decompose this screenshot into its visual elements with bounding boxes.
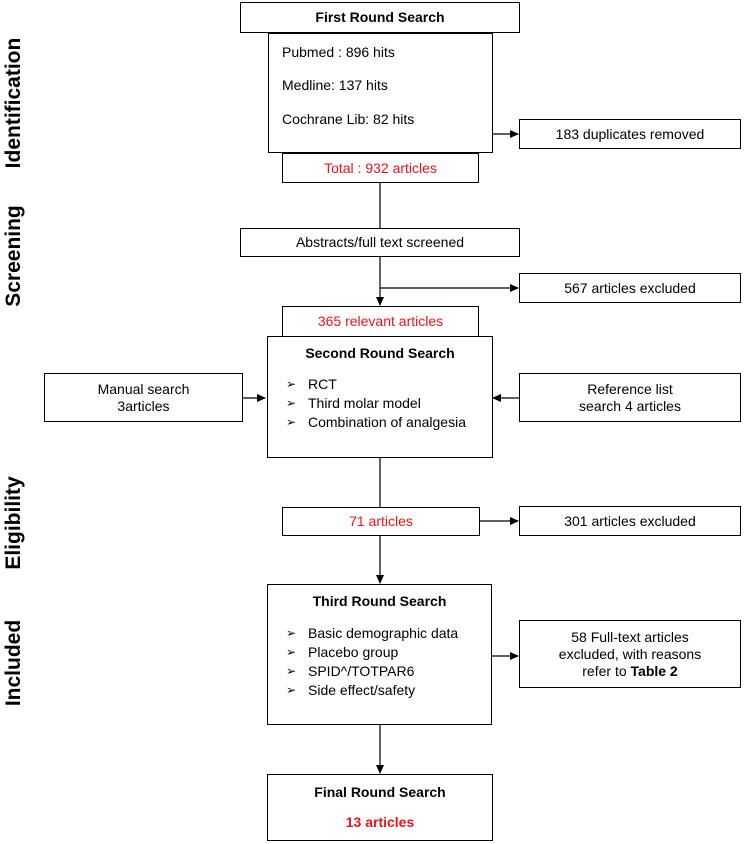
excluded-screening-box: 567 articles excluded	[519, 273, 741, 303]
arrowhead-bullet-icon: ➢	[286, 645, 297, 659]
first-round-sources-box: Pubmed : 896 hits Medline: 137 hits Coch…	[268, 33, 493, 153]
source-cochrane: Cochrane Lib: 82 hits	[282, 111, 415, 127]
screened-text: Abstracts/full text screened	[295, 234, 465, 250]
relevant-articles: 365 relevant articles	[317, 313, 444, 329]
relevant-box: 365 relevant articles	[282, 306, 479, 337]
first-round-title: First Round Search	[315, 9, 445, 25]
total-box: Total : 932 articles	[282, 153, 479, 183]
eligible-box: 71 articles	[282, 507, 480, 536]
screened-box: Abstracts/full text screened	[240, 228, 520, 257]
list-item: ➢Third molar model	[286, 395, 421, 411]
second-round-criteria: ➢RCT ➢Third molar model ➢Combination of …	[286, 375, 492, 432]
arrowhead-bullet-icon: ➢	[286, 664, 297, 678]
fulltext-excluded-line-3: refer to Table 2	[582, 663, 677, 680]
source-pubmed: Pubmed : 896 hits	[282, 44, 395, 60]
second-round-box: Second Round Search ➢RCT ➢Third molar mo…	[267, 336, 493, 458]
list-item: ➢SPID^/TOTPAR6	[286, 663, 415, 679]
stage-label-eligibility: Eligibility	[2, 476, 25, 570]
arrowhead-bullet-icon: ➢	[286, 377, 297, 391]
fulltext-excluded-line-2: excluded, with reasons	[558, 645, 702, 662]
reference-search-line-1: Reference list	[587, 380, 673, 397]
manual-search-box: Manual search 3articles	[44, 373, 243, 422]
arrowhead-bullet-icon: ➢	[286, 396, 297, 410]
source-medline: Medline: 137 hits	[282, 77, 388, 93]
total-articles: Total : 932 articles	[324, 159, 437, 176]
second-round-title: Second Round Search	[305, 345, 455, 361]
excluded-eligibility-box: 301 articles excluded	[519, 506, 741, 536]
list-item: ➢Side effect/safety	[286, 682, 416, 698]
final-round-box: Final Round Search 13 articles	[267, 774, 493, 841]
third-round-box: Third Round Search ➢Basic demographic da…	[267, 584, 492, 725]
list-item: ➢Basic demographic data	[286, 625, 459, 641]
excluded-screening-text: 567 articles excluded	[564, 279, 696, 296]
list-item: ➢Placebo group	[286, 644, 399, 660]
stage-label-screening: Screening	[2, 205, 25, 307]
eligible-articles: 71 articles	[349, 513, 413, 529]
duplicates-text: 183 duplicates removed	[555, 125, 705, 142]
reference-search-line-2: search 4 articles	[579, 397, 681, 414]
duplicates-box: 183 duplicates removed	[519, 119, 741, 149]
excluded-eligibility-text: 301 articles excluded	[564, 512, 696, 529]
refer-prefix: refer to	[582, 662, 631, 679]
manual-search-line-1: Manual search	[97, 380, 190, 397]
arrowhead-bullet-icon: ➢	[286, 626, 297, 640]
first-round-title-box: First Round Search	[240, 2, 520, 33]
stage-label-identification: Identification	[2, 37, 25, 169]
reference-search-box: Reference list search 4 articles	[519, 373, 741, 422]
final-result: 13 articles	[345, 814, 415, 830]
stage-label-included: Included	[2, 619, 25, 707]
third-round-title: Third Round Search	[312, 593, 447, 609]
manual-search-line-2: 3articles	[117, 397, 170, 414]
arrowhead-bullet-icon: ➢	[286, 683, 297, 697]
final-round-title: Final Round Search	[314, 784, 446, 800]
list-item: ➢RCT	[286, 376, 337, 392]
fulltext-excluded-box: 58 Full-text articles excluded, with rea…	[519, 620, 741, 688]
third-round-criteria: ➢Basic demographic data ➢Placebo group ➢…	[286, 624, 491, 700]
fulltext-excluded-line-1: 58 Full-text articles	[571, 628, 689, 645]
table-reference: Table 2	[630, 662, 678, 679]
list-item: ➢Combination of analgesia	[286, 414, 466, 430]
arrowhead-bullet-icon: ➢	[286, 415, 297, 429]
